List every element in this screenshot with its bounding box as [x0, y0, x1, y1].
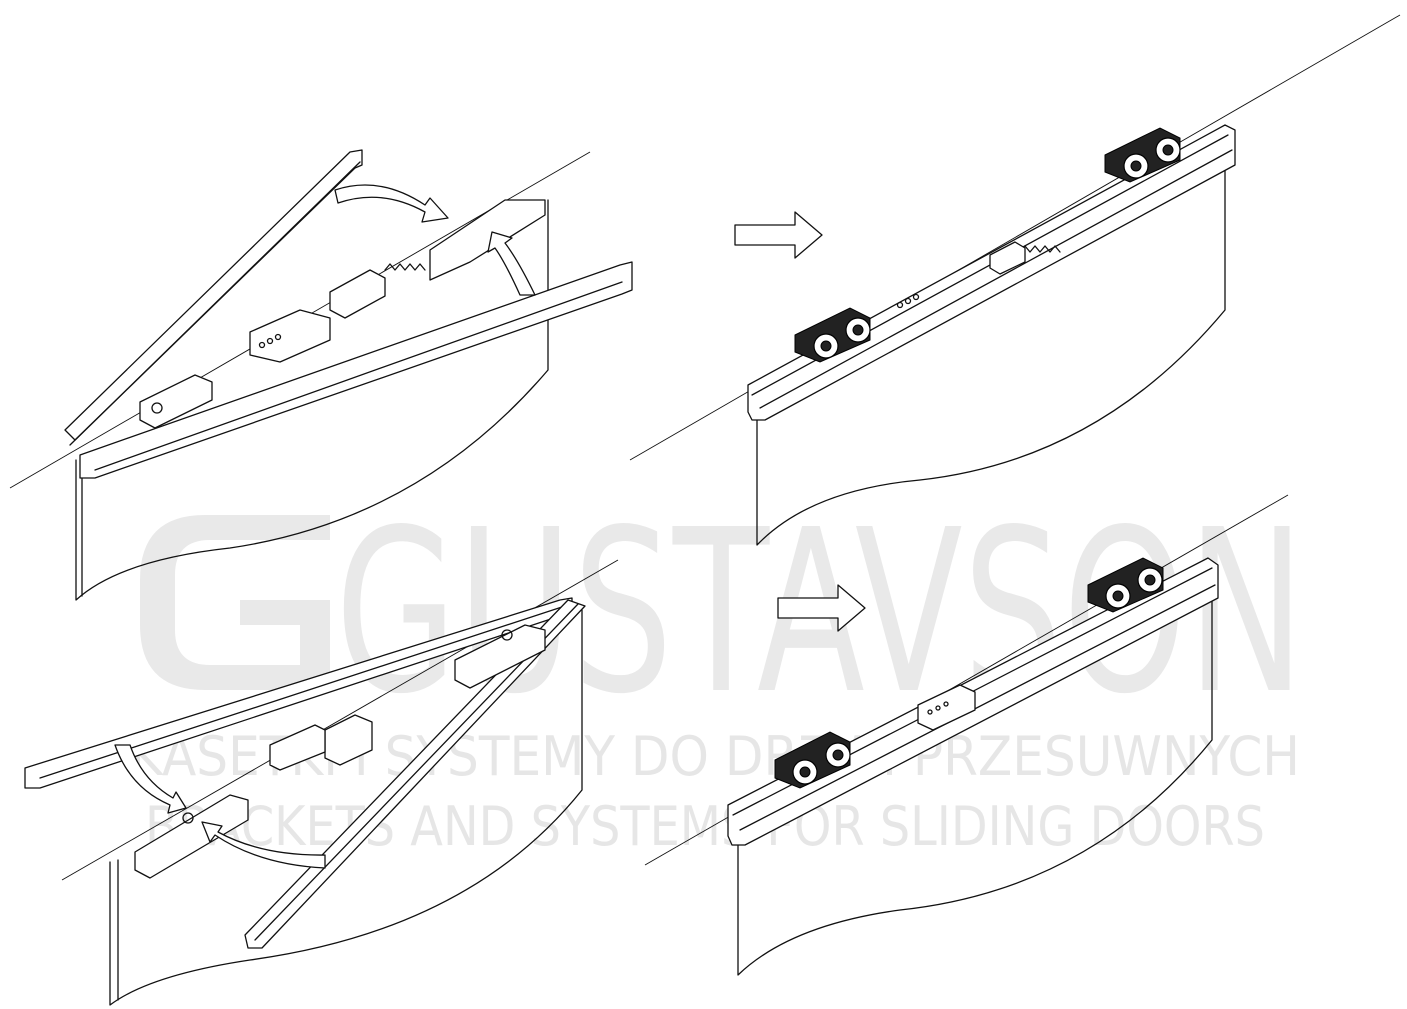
swing-arrow	[114, 744, 187, 814]
panel-bottom-right	[644, 494, 1289, 976]
clamp-block	[429, 199, 546, 281]
clamp-block	[454, 624, 546, 689]
glass-panel	[75, 199, 549, 601]
panel-top-left	[9, 149, 633, 601]
panel-top-right	[629, 14, 1401, 546]
glass-panel	[737, 589, 1213, 976]
panel-bottom-left	[24, 559, 619, 1006]
swing-arrow	[334, 184, 449, 223]
roller-carriage	[1087, 557, 1164, 613]
spring	[384, 263, 426, 271]
spring	[1019, 245, 1061, 253]
step-arrow-top	[734, 211, 823, 259]
step-arrow-bottom	[777, 584, 866, 632]
watermark-logo-g	[140, 515, 330, 690]
mount-plate	[324, 714, 373, 766]
tensioner	[329, 269, 386, 319]
glass-panel	[756, 159, 1226, 546]
roller-carriage	[774, 731, 851, 789]
watermark: GUSTAVSON KASETKI I SYSTEMY DO DRZWI PRZ…	[130, 482, 1305, 858]
clamp-block	[134, 794, 249, 879]
mount-plate	[269, 724, 326, 771]
swing-arrow	[201, 821, 326, 869]
glass-panel	[109, 609, 583, 1006]
roller-carriage	[1104, 127, 1181, 183]
track-rail	[747, 124, 1236, 421]
mount-plate	[249, 309, 331, 363]
swing-arrow	[487, 231, 536, 296]
clamp-block	[139, 374, 213, 429]
roller-carriage	[794, 307, 871, 363]
rail-lower	[79, 261, 633, 479]
watermark-line2: BRACKETS AND SYSTEMS FOR SLIDING DOORS	[145, 795, 1265, 858]
